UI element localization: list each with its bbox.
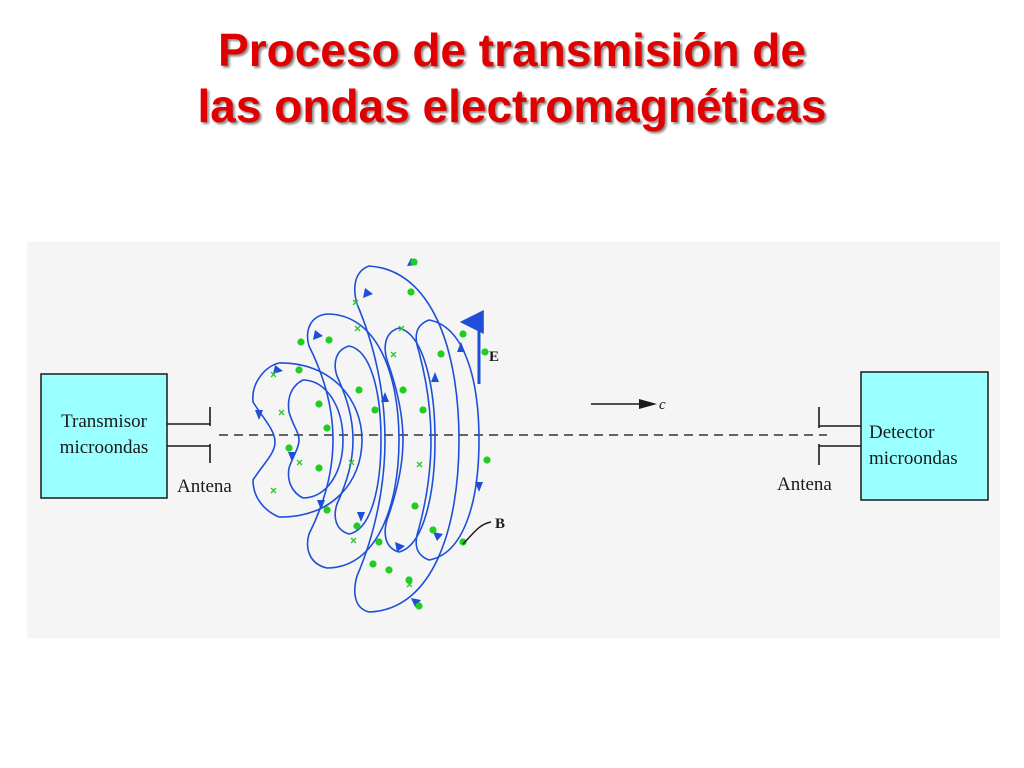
title-line-2: las ondas electromagnéticas [197,80,827,132]
b-dot [323,506,331,514]
arrowhead [313,330,323,340]
b-dot [371,406,379,414]
arrowhead [433,532,443,541]
b-dot [410,258,418,266]
b-dot [297,338,305,346]
transmitter-label-1: Transmisor [61,411,148,432]
b-dot [295,366,303,374]
detector-box [860,371,989,501]
antenna-right [818,407,861,465]
antenna-right-label: Antena [777,474,832,495]
b-dot [481,348,489,356]
detector-label-1: Detector [869,422,935,443]
field-direction-arrows [255,258,483,607]
title-line-1: Proceso de transmisión de [218,24,806,76]
b-dot [407,288,415,296]
field-loop-3 [306,313,400,569]
b-dot [315,464,323,472]
b-dot [419,406,427,414]
b-dot [437,350,445,358]
speed-label: c [659,397,666,413]
b-dot [355,386,363,394]
transmitter-label-2: microondas [60,437,149,458]
b-dot [325,336,333,344]
e-field-label: E [489,349,499,365]
arrowhead [381,392,389,402]
b-dot [285,444,293,452]
field-loop-4 [334,345,382,535]
field-loop-2 [287,379,344,499]
b-dot [385,566,393,574]
b-dot [353,522,361,530]
b-dot [411,502,419,510]
arrowhead [475,482,483,492]
b-field-label: B [495,516,505,532]
magnetic-field-markers [270,258,491,610]
b-dot [459,538,467,546]
arrowhead [457,342,465,352]
arrowhead [363,288,373,298]
em-wave-diagram: Transmisor microondas Antena [27,242,1000,638]
b-dot [399,386,407,394]
transmitter-box [40,373,168,499]
b-dot [483,456,491,464]
b-cross [270,299,423,588]
b-dot [323,424,331,432]
b-dot [415,602,423,610]
arrowhead [255,410,263,420]
b-dot [315,400,323,408]
arrowhead [411,598,421,607]
b-dot [429,526,437,534]
wave-field-lines [252,265,480,613]
field-loop-5 [354,265,460,613]
b-dot [375,538,383,546]
antenna-left-label: Antena [177,476,232,497]
b-dot [405,576,413,584]
arrowhead [395,542,405,552]
field-loop-6 [384,327,436,553]
arrowhead [357,512,365,522]
b-field-pointer [462,521,492,545]
arrowhead [288,452,296,462]
diagram-svg: Transmisor microondas Antena [40,258,989,613]
b-dot [459,330,467,338]
detector-label-2: microondas [869,448,958,469]
page-title: Proceso de transmisión de las ondas elec… [0,22,1024,134]
antenna-left [167,407,211,463]
field-loop-7 [415,319,480,561]
arrowhead [317,500,325,510]
speed-arrowhead [639,399,657,409]
field-loop-1 [252,362,363,518]
b-dot [369,560,377,568]
arrowhead [431,372,439,382]
